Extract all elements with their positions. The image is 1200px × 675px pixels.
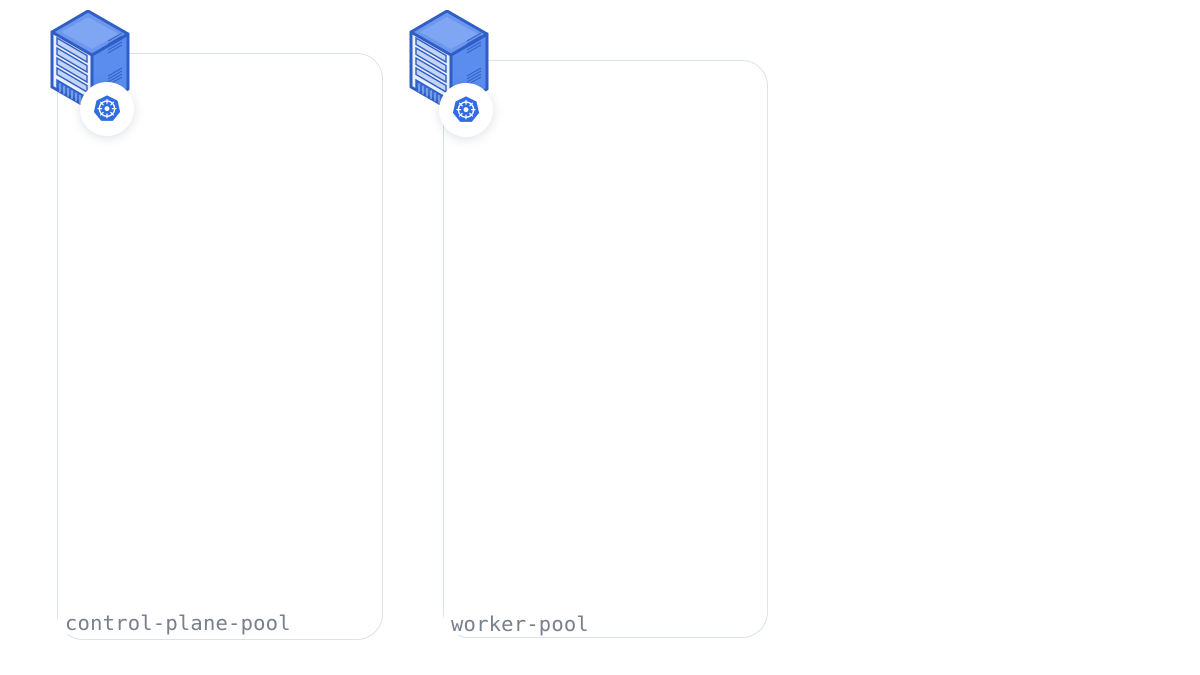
node-pool-label: control-plane-pool — [58, 613, 299, 634]
server-rack-icon — [407, 9, 497, 115]
node-pool-worker-pool[interactable] — [443, 60, 768, 638]
kubernetes-icon — [80, 82, 134, 136]
node-pool-label: worker-pool — [444, 614, 597, 635]
kubernetes-icon — [439, 83, 493, 137]
node-pool-control-plane-pool[interactable] — [57, 53, 383, 640]
